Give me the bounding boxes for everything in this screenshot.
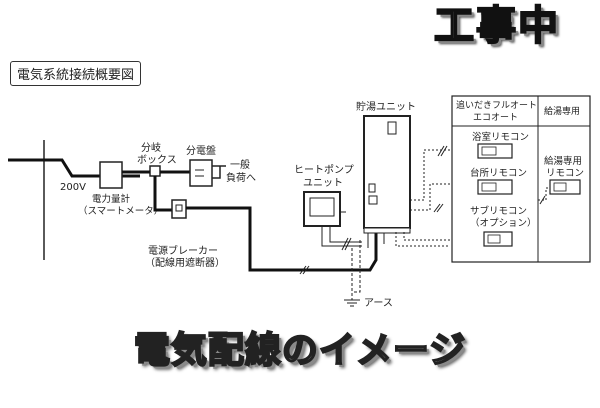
- remote-item-kitchen: 台所リモコン: [470, 167, 527, 179]
- header-left: 追いだきフルオート: [456, 99, 537, 111]
- breaker-sub-label: （配線用遮断器）: [145, 256, 225, 269]
- ground-label: アース: [364, 298, 393, 309]
- remote-icon-sub: [483, 231, 513, 247]
- remote-item-bath: 浴室リモコン: [472, 131, 529, 143]
- remote-sub-note: （オプション）: [470, 217, 537, 229]
- load-label: 一般: [230, 158, 250, 171]
- remote-icon-bath: [477, 143, 513, 159]
- heatpump-sub-label: ユニット: [303, 178, 343, 189]
- remote-table: [451, 95, 591, 263]
- panel-label: 分電盤: [186, 144, 216, 157]
- remote-icon-kitchen: [477, 179, 513, 195]
- right-remote-sub-label: リモコン: [546, 168, 584, 179]
- meter-sub-label: （スマートメータ）: [78, 205, 163, 217]
- remote-item-sub: サブリモコン: [470, 205, 527, 217]
- header-left-sub: エコオート: [473, 112, 518, 123]
- storage-unit-label: 貯湯ユニット: [356, 100, 416, 113]
- diagram-title: 電気系統接続概要図: [10, 61, 142, 86]
- construction-badge: 工事中: [433, 3, 560, 49]
- distribution-panel: [189, 159, 213, 187]
- load-sub-label: 負荷へ: [226, 172, 256, 184]
- wiring-caption: 電気配線のイメージ: [133, 330, 467, 371]
- branch-box: [149, 165, 161, 177]
- power-meter: [99, 161, 123, 189]
- heatpump-label: ヒートポンプ: [294, 164, 354, 176]
- branch-box-label: 分岐: [141, 141, 161, 154]
- remote-icon-right: [549, 179, 581, 195]
- breaker-label: 電源ブレーカー: [148, 244, 218, 257]
- storage-tank: [363, 115, 411, 229]
- header-right: 給湯専用: [544, 105, 580, 117]
- meter-label: 電力量計: [92, 193, 131, 205]
- voltage-label: 200V: [60, 182, 86, 193]
- branch-box-sub-label: ボックス: [137, 154, 177, 166]
- right-remote-label: 給湯専用: [544, 155, 582, 167]
